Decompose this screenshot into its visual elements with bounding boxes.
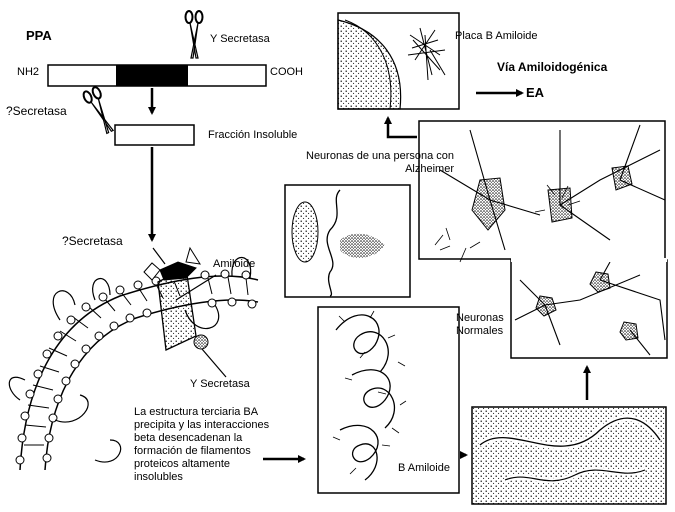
ppa-bar [48, 65, 266, 86]
fraccion-insoluble-label: Fracción Insoluble [208, 129, 297, 142]
ea-label: EA [526, 86, 544, 99]
neuronas-alzheimer-label: Neuronas de una persona con Alzheimer [264, 150, 454, 176]
alpha-secretase-mid-label: ?Secretasa [62, 235, 123, 248]
gamma-secretase-top-label: Y Secretasa [210, 33, 270, 46]
scissors-icon [82, 86, 117, 136]
via-amiloidogenica-title: Vía Amiloidogénica [497, 61, 607, 74]
estructura-description: La estructura terciaria BA precipita y l… [134, 406, 280, 484]
ppa-title: PPA [26, 29, 52, 42]
amyloid-block [144, 248, 208, 350]
plaque-texture-box [472, 407, 666, 504]
nh2-label: NH2 [17, 66, 39, 79]
amiloide-label: Amiloide [213, 258, 255, 271]
placa-label: Placa B Amiloide [455, 30, 538, 43]
vesicle-illustration [285, 185, 410, 297]
fraccion-insoluble-box [115, 125, 194, 145]
normal-neurons-illustration [511, 260, 667, 358]
scissors-icon [186, 11, 203, 58]
gamma-secretase-bottom-label: Y Secretasa [190, 378, 250, 391]
placa-b-amiloide-illustration [338, 13, 459, 109]
neuronas-normales-label: Neuronas Normales [456, 312, 510, 338]
alzheimer-neurons-illustration [419, 121, 667, 262]
beta-secretase-left-label: ?Secretasa [6, 105, 67, 118]
cooh-label: COOH [270, 66, 303, 79]
b-amiloide-label: B Amiloide [398, 462, 450, 475]
